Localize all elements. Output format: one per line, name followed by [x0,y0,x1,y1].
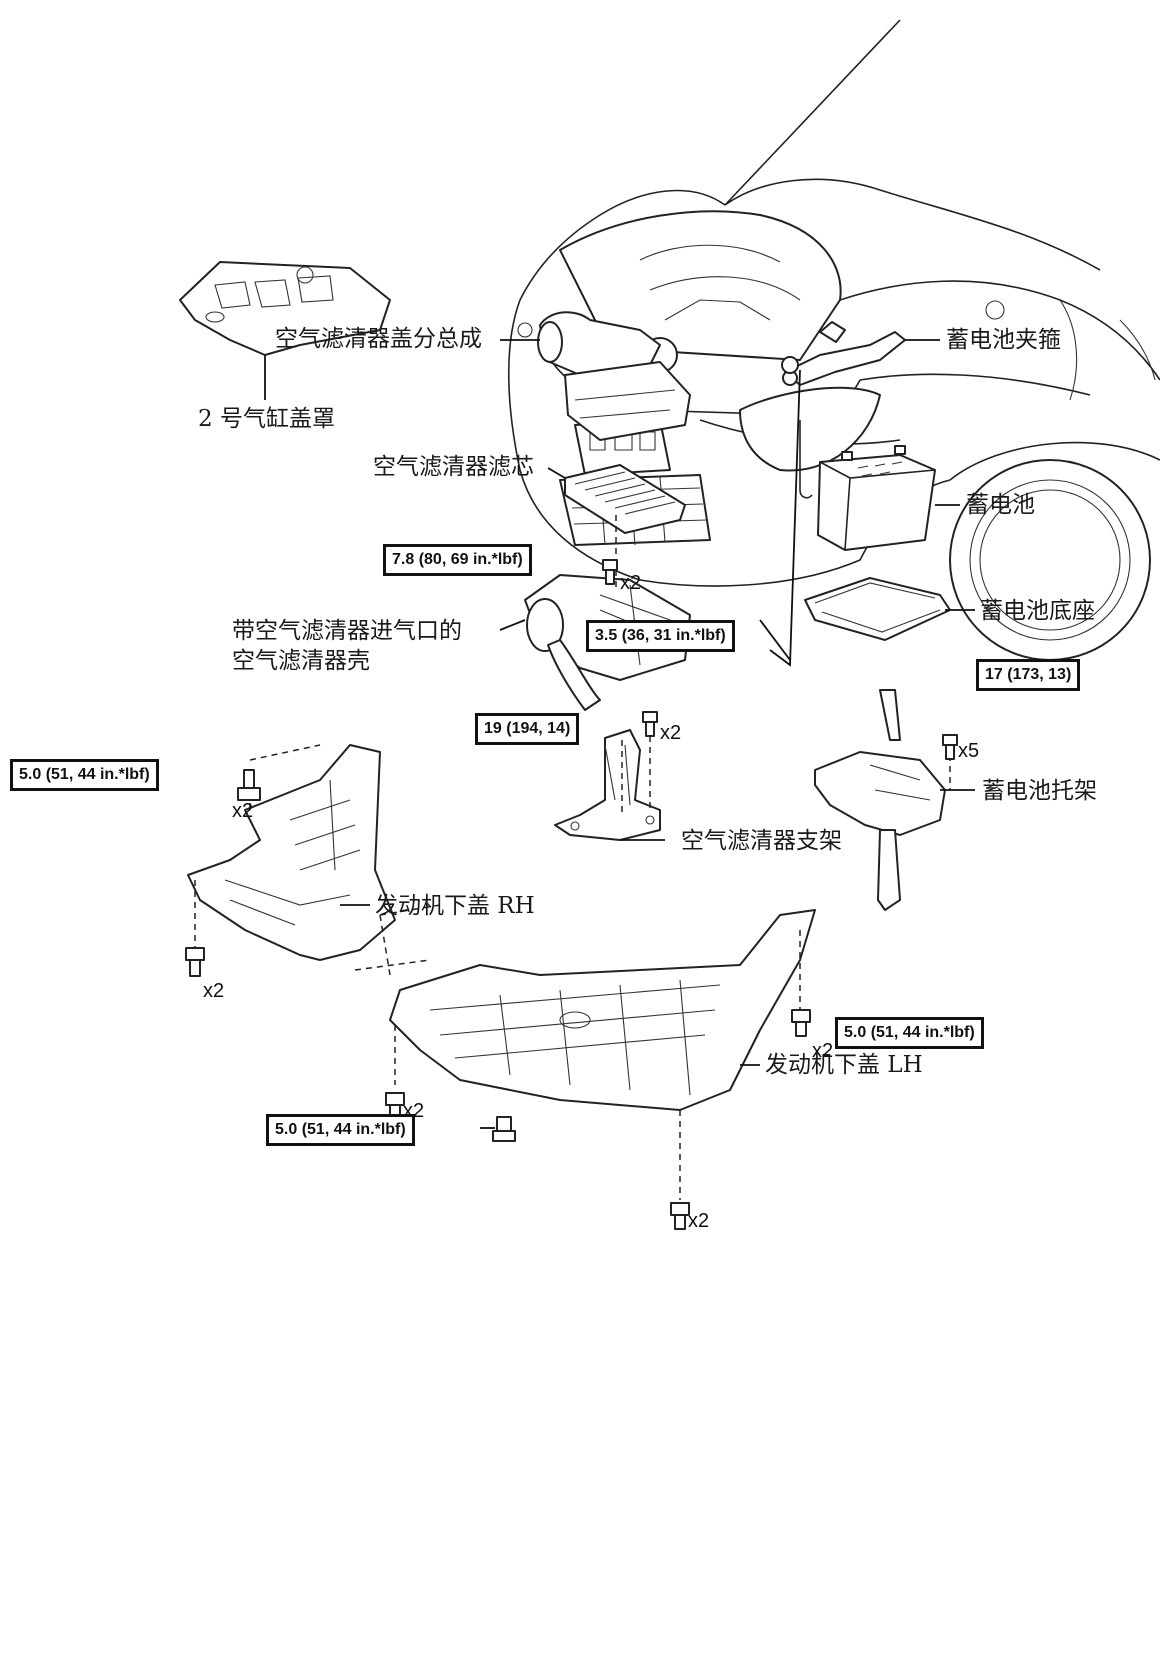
torque-under-cover-lh-bolt: 5.0 (51, 44 in.*lbf) [835,1017,984,1049]
torque-under-cover-rh-bolt: 5.0 (51, 44 in.*lbf) [10,759,159,791]
qty-lh-bottom-bolt: x2 [688,1210,710,1232]
battery-illustration [817,445,960,551]
engine-under-cover-rh-illustration [187,744,441,976]
label-battery-clamp: 蓄电池夹箍 [946,327,1061,353]
label-air-cleaner-case-line2: 空气滤清器壳 [232,648,370,674]
qty-rh-lower-bolt: x2 [203,980,225,1002]
bolt-icon [781,356,799,374]
bolts [185,356,958,1230]
bolt-icon [185,947,205,977]
bolt-icon [492,1116,516,1142]
label-battery: 蓄电池 [966,492,1035,518]
battery-clamp-illustration [759,321,940,667]
air-cleaner-bracket-illustration [554,725,665,841]
qty-rh-upper-bolt: x2 [232,800,254,822]
label-engine-under-cover-lh: 发动机下盖 LH [765,1052,923,1078]
bolt-icon [642,711,658,737]
label-air-cleaner-cap-sub-assy: 空气滤清器盖分总成 [275,326,482,352]
label-air-cleaner-filter-element: 空气滤清器滤芯 [373,454,534,480]
bolt-icon [670,1202,690,1230]
bolt-icon [237,769,261,801]
torque-battery-clamp-nut: 3.5 (36, 31 in.*lbf) [586,620,735,652]
bolt-icon [942,734,958,760]
engine-under-cover-lh-illustration [389,909,816,1200]
qty-carrier-bolt: x5 [958,740,980,762]
label-engine-under-cover-rh: 发动机下盖 RH [375,893,535,919]
label-air-cleaner-bracket: 空气滤清器支架 [681,828,842,854]
battery-carrier-illustration [814,689,975,911]
bolt-icon [791,1009,811,1037]
torque-under-cover-lower-bolt: 5.0 (51, 44 in.*lbf) [266,1114,415,1146]
label-battery-carrier: 蓄电池托架 [982,778,1097,804]
label-cylinder-head-cover-no2: 2 号气缸盖罩 [198,406,335,432]
torque-bracket-bolt: 19 (194, 14) [475,713,580,745]
qty-lh-middle-bolt: x2 [403,1100,425,1122]
bolt-icon [602,559,618,585]
battery-tray-illustration [804,577,975,641]
torque-carrier-bolt: 17 (173, 13) [976,659,1081,691]
qty-air-cleaner-bolt: x2 [620,572,642,594]
air-cleaner-cap-illustration [500,311,691,441]
air-filter-element-illustration [547,464,686,534]
label-air-cleaner-case-line1: 带空气滤清器进气口的 [232,618,462,644]
torque-air-cleaner-bolt: 7.8 (80, 69 in.*lbf) [383,544,532,576]
qty-lh-right-bolt: x2 [812,1040,834,1062]
label-battery-tray: 蓄电池底座 [980,598,1095,624]
qty-bracket-bolt: x2 [660,722,682,744]
cylinder-head-cover-illustration [179,261,391,400]
